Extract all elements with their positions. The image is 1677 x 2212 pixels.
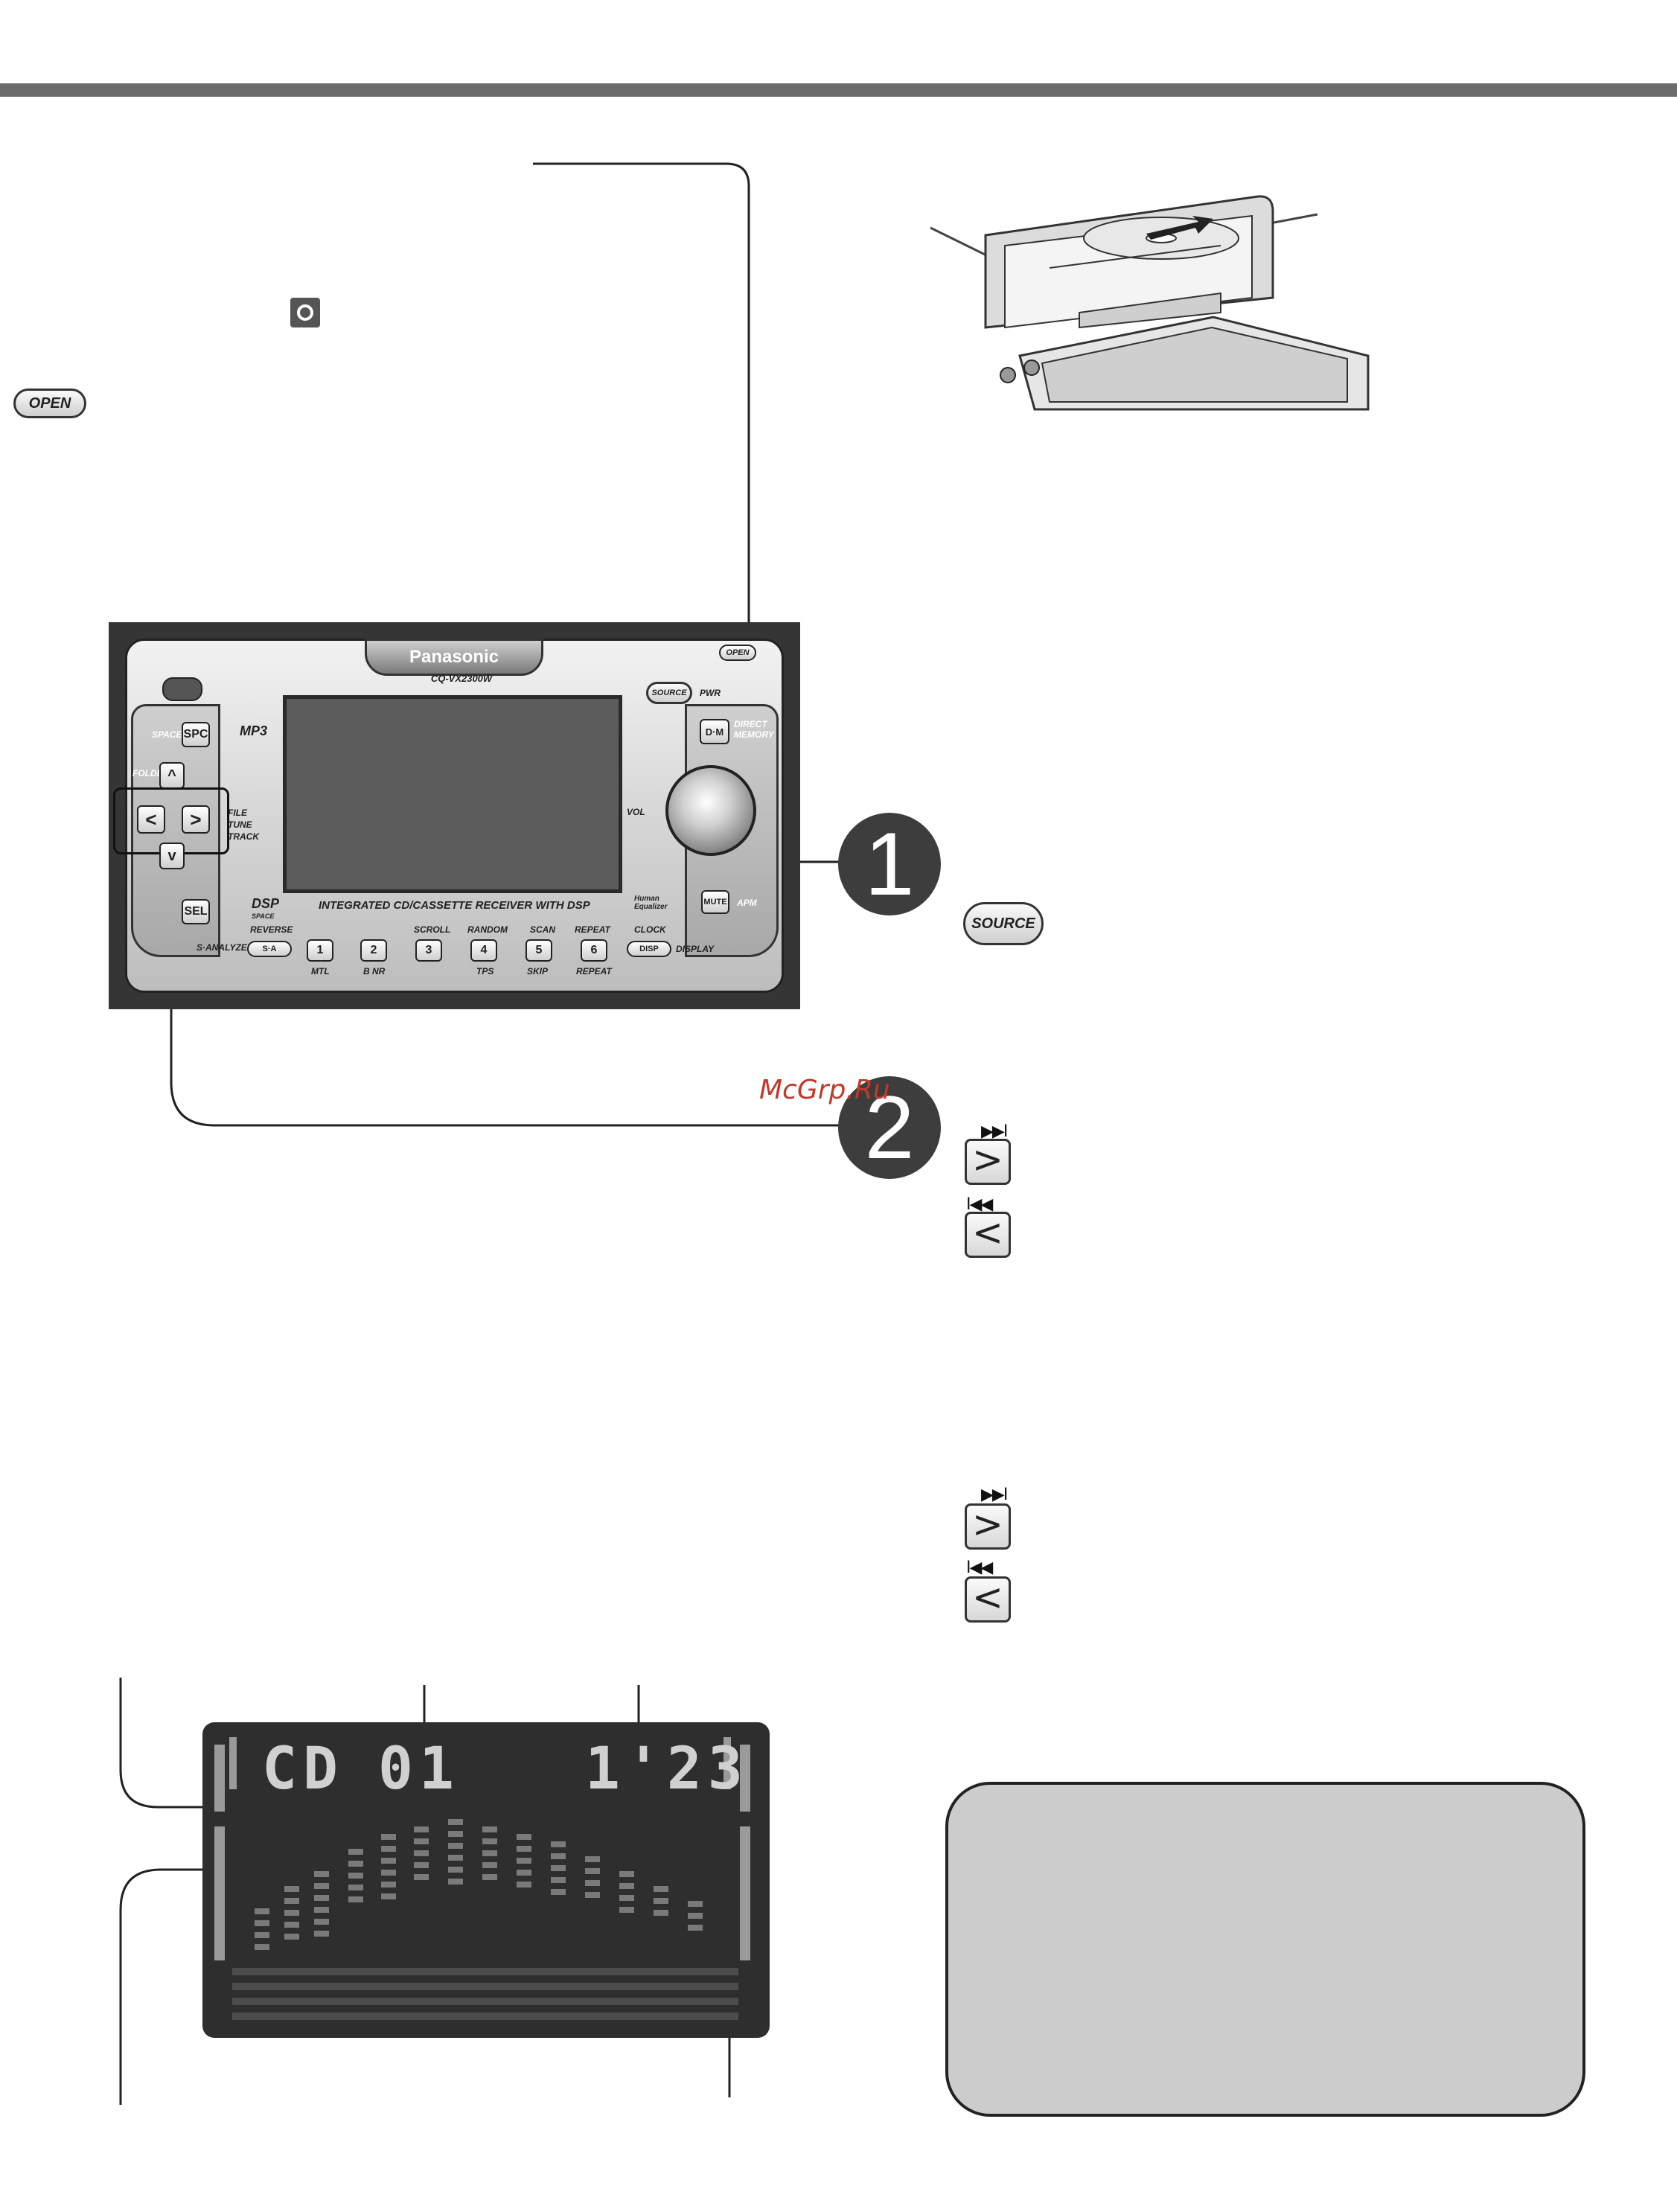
step-2-number: 2 [864, 1078, 915, 1177]
source-button-label: SOURCE [971, 915, 1035, 932]
file-tune-track-label: FILE TUNE TRACK [228, 808, 259, 842]
preset-3-sub: TPS [476, 966, 494, 976]
step-1-number: 1 [864, 814, 915, 914]
up-button[interactable]: ^ [159, 762, 185, 789]
unit-source-button[interactable]: SOURCE [646, 682, 692, 704]
model-label: CQ-VX2300W [430, 673, 493, 684]
preset-2-button[interactable]: 2 [360, 939, 387, 962]
mute-label: MUTE [703, 898, 727, 907]
lcd-source: CD [262, 1736, 344, 1803]
spc-button[interactable]: SPC [182, 722, 210, 747]
reverse-label: REVERSE [250, 924, 293, 935]
remote-sensor [162, 677, 202, 701]
step-2-callout: 2 [838, 1076, 941, 1179]
preset-1-label: 1 [316, 944, 324, 956]
cd-loading-illustration [975, 186, 1377, 417]
s-analyzer-label: S·ANALYZER [197, 942, 254, 953]
note-box [945, 1782, 1585, 2117]
dsp-space-label: SPACE [252, 912, 275, 920]
unit-open-button[interactable]: OPEN [719, 645, 756, 661]
disp-button[interactable]: DISP [627, 941, 671, 957]
random-label: RANDOM [467, 924, 508, 935]
prev-key-glyph: < [972, 1211, 1003, 1254]
preset-3-label: 3 [425, 944, 432, 956]
prev-track-symbol: I◀◀ [966, 1195, 993, 1214]
space-label: SPACE [152, 729, 182, 740]
display-label: DISPLAY [676, 944, 715, 954]
preset-6-label: 6 [590, 944, 598, 956]
unit-source-label: SOURCE [651, 688, 687, 697]
next-key-label: > [190, 808, 202, 831]
preset-4-button[interactable]: 4 [470, 939, 497, 962]
clock-label: CLOCK [634, 924, 666, 935]
source-button[interactable]: SOURCE [963, 902, 1044, 945]
mp3-label: MP3 [240, 723, 268, 738]
next-track-symbol-2: ▶▶I [981, 1486, 1008, 1504]
spectrum-analyzer [214, 1737, 750, 2020]
next-key-glyph-2: > [972, 1503, 1003, 1546]
dm-label: D·M [705, 726, 724, 738]
preset-4-label: 4 [480, 944, 488, 956]
top-rule [0, 83, 1677, 97]
next-key-icon[interactable]: > [965, 1139, 1011, 1185]
dsp-label: DSP [252, 896, 280, 911]
prev-key-icon[interactable]: < [965, 1212, 1011, 1258]
integrated-label: INTEGRATED CD/CASSETTE RECEIVER WITH DSP [319, 899, 590, 912]
apm-label: APM [737, 898, 757, 908]
prev-key-icon-2[interactable]: < [965, 1576, 1011, 1623]
sa-button[interactable]: S·A [247, 941, 292, 957]
preset-5-label: 5 [535, 944, 543, 956]
scroll-label: SCROLL [414, 924, 451, 935]
preset-3-button[interactable]: 3 [415, 939, 442, 962]
preset-2-label: 2 [370, 944, 377, 956]
scan-label: SCAN [530, 924, 556, 935]
pwr-label: PWR [700, 688, 721, 698]
prev-key-glyph-2: < [972, 1576, 1003, 1619]
vol-label: VOL [627, 807, 645, 817]
lcd-track: 01 [378, 1736, 460, 1803]
brand-badge: Panasonic [365, 639, 543, 676]
open-button-label: OPEN [28, 394, 71, 412]
lcd-time: 1'23 [585, 1736, 749, 1803]
power-key-icon [290, 298, 320, 327]
direct-memory-label: DIRECT MEMORY [734, 719, 774, 740]
preset-5-sub: SKIP [527, 966, 549, 976]
volume-knob[interactable] [665, 765, 756, 856]
preset-1-sub: MTL [311, 966, 330, 976]
prev-key-label: < [145, 808, 157, 831]
sel-button[interactable]: SEL [182, 899, 210, 924]
disp-label: DISP [639, 944, 659, 953]
prev-button[interactable]: < [137, 805, 165, 834]
display-panel: CD 01 1'23 [202, 1722, 770, 2038]
sel-label: SEL [184, 905, 208, 918]
open-button[interactable]: OPEN [13, 389, 86, 418]
next-track-symbol: ▶▶I [981, 1122, 1008, 1141]
dm-button[interactable]: D·M [700, 719, 729, 744]
brand-label: Panasonic [409, 647, 499, 667]
step-1-callout: 1 [838, 813, 941, 915]
unit-open-label: OPEN [726, 648, 750, 657]
preset-6-button[interactable]: 6 [581, 939, 607, 962]
preset-6-sub: REPEAT [576, 966, 612, 976]
next-key-icon-2[interactable]: > [965, 1503, 1011, 1550]
mute-button[interactable]: MUTE [701, 890, 729, 914]
down-button[interactable]: v [159, 843, 185, 869]
next-button[interactable]: > [182, 805, 210, 834]
preset-2-sub: B NR [363, 966, 386, 976]
human-equalizer-label: Human Equalizer [634, 895, 668, 911]
next-key-glyph: > [972, 1138, 1003, 1181]
sa-label: S·A [262, 944, 277, 953]
unit-screen [283, 695, 622, 893]
prev-track-symbol-2: I◀◀ [966, 1559, 993, 1577]
preset-1-button[interactable]: 1 [307, 939, 333, 962]
spc-label: SPC [183, 728, 208, 741]
repeat-label: REPEAT [575, 924, 610, 935]
watermark: McGrp.Ru [759, 1075, 890, 1105]
preset-5-button[interactable]: 5 [526, 939, 552, 962]
